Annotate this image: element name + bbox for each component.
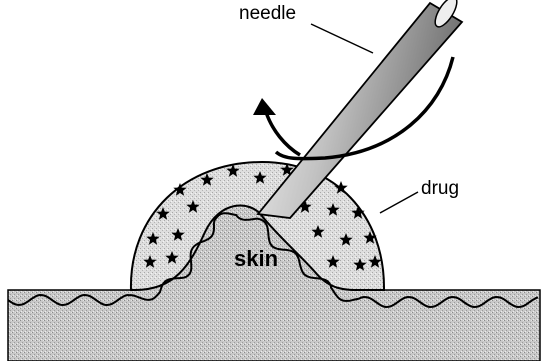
needle-label: needle (239, 4, 296, 23)
skin-label: skin (234, 248, 278, 270)
drug-leader-line (380, 192, 418, 213)
drug-label: drug (421, 179, 459, 198)
needle-leader-line (311, 24, 373, 53)
